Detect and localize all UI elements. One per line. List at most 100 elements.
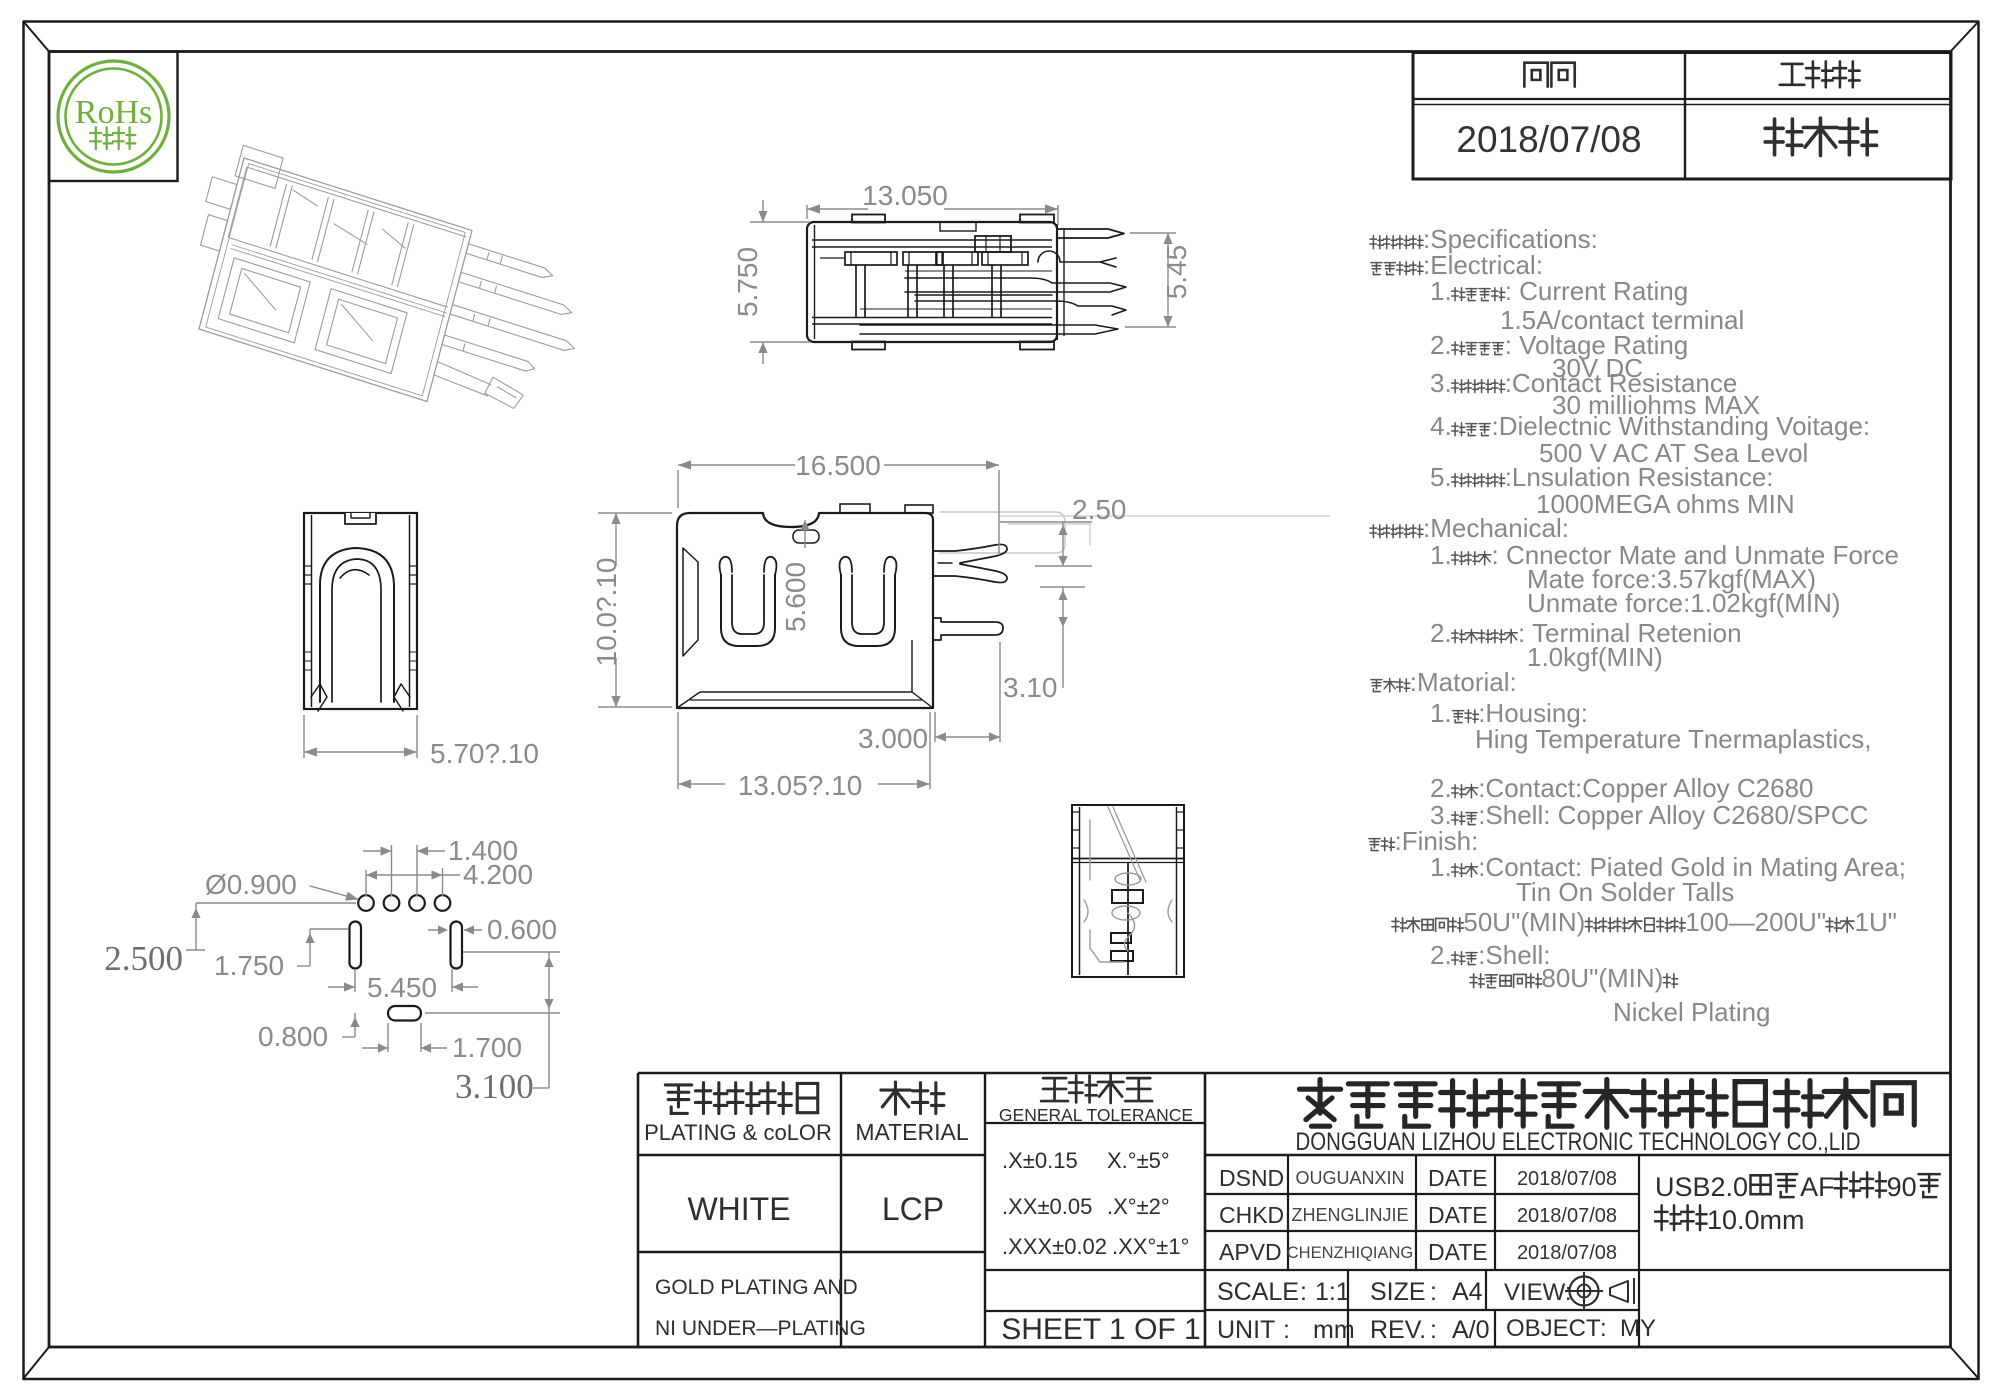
svg-text:USB2.0: USB2.0 bbox=[1655, 1172, 1748, 1202]
svg-text:Unmate force:1.02kgf(MIN): Unmate force:1.02kgf(MIN) bbox=[1527, 588, 1841, 618]
svg-text::Electrical:: :Electrical: bbox=[1423, 250, 1543, 280]
svg-text:2018/07/08: 2018/07/08 bbox=[1517, 1242, 1617, 1264]
svg-text:DATE: DATE bbox=[1428, 1165, 1488, 1191]
svg-text:5.450: 5.450 bbox=[367, 972, 437, 1003]
svg-text:DATE: DATE bbox=[1428, 1239, 1488, 1265]
svg-text:Hing Temperature Tnermapla: Hing Temperature Tnermaplastics, bbox=[1475, 724, 1871, 754]
svg-text:13.050: 13.050 bbox=[862, 180, 948, 211]
svg-text:2018/07/08: 2018/07/08 bbox=[1517, 1205, 1617, 1227]
svg-text:MY: MY bbox=[1620, 1315, 1656, 1342]
svg-text::Contact Resistance: :Contact Resistance bbox=[1505, 368, 1738, 398]
svg-text:WHITE: WHITE bbox=[687, 1191, 790, 1227]
svg-text:CHENZHIQIANG: CHENZHIQIANG bbox=[1287, 1244, 1414, 1262]
svg-text:2.500: 2.500 bbox=[104, 939, 183, 978]
svg-text:mm: mm bbox=[1313, 1316, 1355, 1344]
svg-text:16.500: 16.500 bbox=[795, 450, 881, 481]
svg-text::: : bbox=[1300, 1278, 1307, 1306]
svg-text:DSND: DSND bbox=[1219, 1165, 1284, 1191]
svg-text:3.000: 3.000 bbox=[858, 723, 928, 754]
svg-text:2018/07/08: 2018/07/08 bbox=[1517, 1168, 1617, 1190]
svg-text:MATERIAL: MATERIAL bbox=[855, 1119, 969, 1145]
svg-text:1.400: 1.400 bbox=[448, 835, 518, 866]
svg-text:2.: 2. bbox=[1430, 618, 1452, 648]
svg-text:80U"(MIN): 80U"(MIN) bbox=[1541, 963, 1663, 993]
svg-text::Shell:: :Shell: bbox=[1478, 940, 1550, 970]
svg-text:3.: 3. bbox=[1430, 800, 1452, 830]
svg-text::Shell: Copper Alloy C2680/: :Shell: Copper Alloy C2680/SPCC bbox=[1478, 800, 1868, 830]
svg-text:Mate force:3.57kgf(MAX): Mate force:3.57kgf(MAX) bbox=[1527, 564, 1816, 594]
svg-text:Tin On Solder Talls: Tin On Solder Talls bbox=[1516, 877, 1734, 907]
svg-text:3.: 3. bbox=[1430, 368, 1452, 398]
svg-text:OUGUANXIN: OUGUANXIN bbox=[1295, 1168, 1404, 1188]
svg-text:5.45: 5.45 bbox=[1161, 245, 1192, 300]
svg-text:2.: 2. bbox=[1430, 773, 1452, 803]
svg-text:GOLD PLATING AND: GOLD PLATING AND bbox=[655, 1276, 858, 1299]
svg-text:5.600: 5.600 bbox=[780, 562, 811, 632]
svg-text:DATE: DATE bbox=[1428, 1202, 1488, 1228]
svg-text:50U"(MIN): 50U"(MIN) bbox=[1463, 907, 1585, 937]
svg-text:1.700: 1.700 bbox=[452, 1032, 522, 1063]
svg-text::: : bbox=[1430, 1316, 1437, 1344]
svg-text:1.: 1. bbox=[1430, 276, 1452, 306]
svg-text:2.: 2. bbox=[1430, 940, 1452, 970]
svg-text::: : bbox=[1600, 1315, 1607, 1342]
svg-text:13.05?.10: 13.05?.10 bbox=[738, 770, 863, 801]
svg-text::Mechanical:: :Mechanical: bbox=[1423, 513, 1569, 543]
svg-text:: Cnnector Mate and Unmate: : Cnnector Mate and Unmate Force bbox=[1492, 540, 1900, 570]
svg-text:4.200: 4.200 bbox=[463, 859, 533, 890]
svg-text::Housing:: :Housing: bbox=[1478, 698, 1588, 728]
svg-text::Dielectnic Withstanding Voi: :Dielectnic Withstanding Voitage: bbox=[1492, 411, 1871, 441]
svg-text:.XX°±1°: .XX°±1° bbox=[1112, 1234, 1189, 1259]
svg-text:10.0mm: 10.0mm bbox=[1707, 1205, 1805, 1235]
svg-text:5.: 5. bbox=[1430, 462, 1452, 492]
svg-text:ZHENGLINJIE: ZHENGLINJIE bbox=[1291, 1205, 1408, 1225]
svg-text:AF: AF bbox=[1800, 1172, 1835, 1202]
svg-text:DONGGUAN LIZHOU ELECTRONIC TEC: DONGGUAN LIZHOU ELECTRONIC TECHNOLOGY CO… bbox=[1296, 1128, 1861, 1156]
svg-text:2.50: 2.50 bbox=[1072, 494, 1127, 525]
svg-text::: : bbox=[1430, 1278, 1437, 1306]
svg-text:10.0?.10: 10.0?.10 bbox=[591, 558, 622, 667]
svg-text:1U": 1U" bbox=[1855, 907, 1897, 937]
svg-text:90: 90 bbox=[1887, 1172, 1917, 1202]
svg-text:1000MEGA ohms MIN: 1000MEGA ohms MIN bbox=[1536, 489, 1795, 519]
svg-text:4.: 4. bbox=[1430, 411, 1452, 441]
svg-text:SIZE: SIZE bbox=[1370, 1278, 1426, 1306]
svg-text:500 V AC AT Sea Levol: 500 V AC AT Sea Levol bbox=[1539, 438, 1808, 468]
svg-text:X.°±5°: X.°±5° bbox=[1107, 1148, 1170, 1173]
svg-text:30V DC: 30V DC bbox=[1552, 353, 1643, 383]
svg-text:1.: 1. bbox=[1430, 852, 1452, 882]
svg-text:: Voltage Rating: : Voltage Rating bbox=[1505, 330, 1689, 360]
svg-text:NI UNDER—PLATING: NI UNDER—PLATING bbox=[655, 1317, 866, 1340]
svg-text:0.800: 0.800 bbox=[258, 1021, 328, 1052]
svg-text:Ø0.900: Ø0.900 bbox=[205, 869, 297, 900]
svg-text::Lnsulation Resistance:: :Lnsulation Resistance: bbox=[1505, 462, 1774, 492]
svg-text:OBJECT: OBJECT bbox=[1506, 1315, 1601, 1342]
svg-text:RoHs: RoHs bbox=[75, 94, 152, 131]
svg-text::Contact: Piated Gold in M: :Contact: Piated Gold in Mating Area; bbox=[1478, 852, 1906, 882]
svg-text:1.0kgf(MIN): 1.0kgf(MIN) bbox=[1527, 642, 1663, 672]
svg-text:REV.: REV. bbox=[1370, 1316, 1426, 1344]
svg-text:1.: 1. bbox=[1430, 698, 1452, 728]
svg-text:1.5A/contact terminal: 1.5A/contact terminal bbox=[1500, 305, 1744, 335]
svg-text:SHEET 1 OF 1: SHEET 1 OF 1 bbox=[1001, 1313, 1201, 1346]
svg-text:.X°±2°: .X°±2° bbox=[1107, 1194, 1170, 1219]
svg-text:LCP: LCP bbox=[882, 1191, 944, 1227]
svg-text:PLATING & coLOR: PLATING & coLOR bbox=[644, 1120, 832, 1145]
svg-text::Matorial:: :Matorial: bbox=[1410, 667, 1517, 697]
svg-text:: Current Rating: : Current Rating bbox=[1505, 276, 1689, 306]
svg-text:2.: 2. bbox=[1430, 330, 1452, 360]
svg-text::Specifications:: :Specifications: bbox=[1423, 224, 1598, 254]
svg-text:30 milliohms MAX: 30 milliohms MAX bbox=[1552, 390, 1760, 420]
svg-text:1.: 1. bbox=[1430, 540, 1452, 570]
svg-text:Nickel Plating: Nickel Plating bbox=[1613, 997, 1771, 1027]
svg-text:5.750: 5.750 bbox=[732, 247, 763, 317]
svg-text:.XX±0.05: .XX±0.05 bbox=[1002, 1194, 1092, 1219]
svg-text:.XXX±0.02: .XXX±0.02 bbox=[1002, 1234, 1107, 1259]
svg-text:100—200U": 100—200U" bbox=[1685, 907, 1826, 937]
svg-text:3.100: 3.100 bbox=[455, 1067, 534, 1106]
svg-text:GENERAL TOLERANCE: GENERAL TOLERANCE bbox=[999, 1105, 1193, 1125]
svg-text:1:1: 1:1 bbox=[1315, 1278, 1350, 1306]
svg-text:.X±0.15: .X±0.15 bbox=[1002, 1148, 1078, 1173]
svg-text:: Terminal Retenion: : Terminal Retenion bbox=[1518, 618, 1742, 648]
svg-text:APVD: APVD bbox=[1219, 1239, 1282, 1265]
